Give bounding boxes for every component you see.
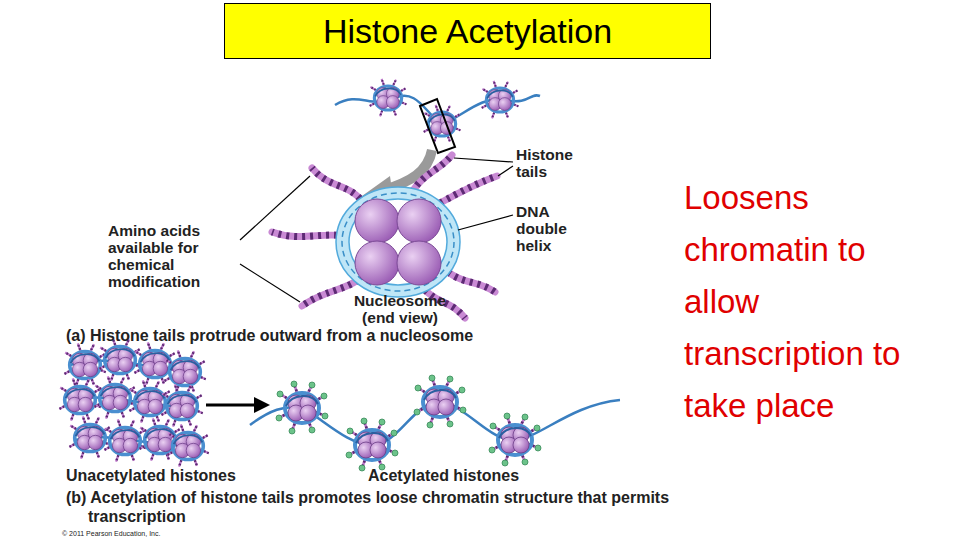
title-box: Histone Acetylation	[224, 3, 711, 59]
condensed-chromatin	[59, 338, 208, 466]
part-label: Nucleosome (end view)	[340, 292, 460, 326]
chromatin-strand	[335, 79, 540, 153]
part-label: DNA double helix	[516, 203, 578, 254]
part-label: Histone tails	[516, 146, 606, 180]
panel-caption: (a) Histone tails protrude outward from …	[66, 326, 666, 345]
panel-caption: (b) Acetylation of histone tails promote…	[66, 488, 688, 526]
slide-note: Loosens chromatin to allow transcription…	[684, 172, 934, 432]
process-arrow	[206, 397, 270, 413]
slide-title: Histone Acetylation	[323, 12, 612, 50]
loose-chromatin	[250, 375, 620, 471]
copyright-note: © 2011 Pearson Education, Inc.	[62, 529, 262, 538]
leader-line	[240, 158, 513, 302]
part-label: Acetylated histones	[368, 466, 618, 485]
part-label: Amino acids available for chemical modif…	[108, 222, 240, 290]
part-label: Unacetylated histones	[66, 466, 316, 485]
